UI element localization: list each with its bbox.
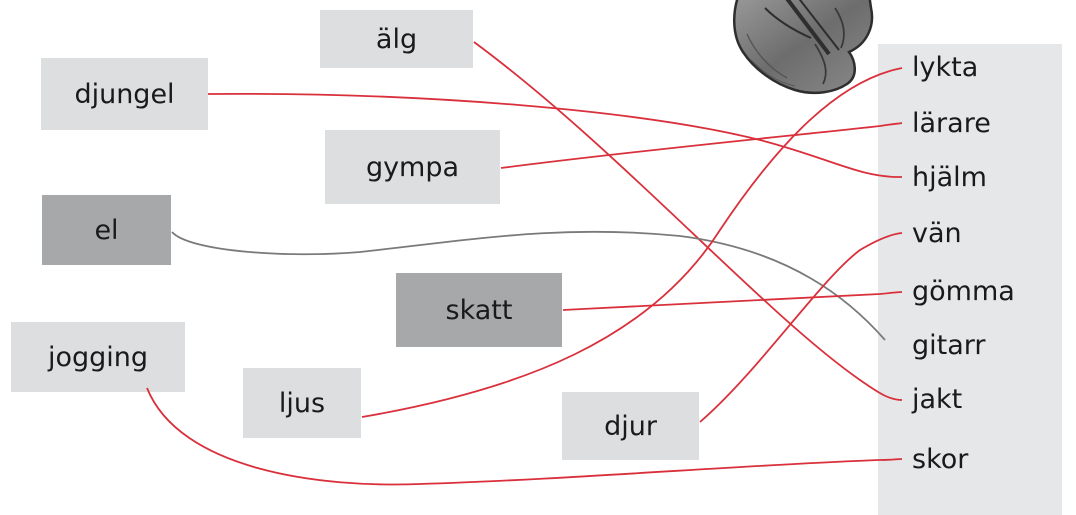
word-card-label: djungel bbox=[74, 78, 175, 110]
word-card-label: djur bbox=[604, 410, 657, 442]
word-card-label: el bbox=[94, 214, 119, 246]
word-card-label: gympa bbox=[365, 151, 460, 183]
target-word-gitarr[interactable]: gitarr bbox=[912, 330, 986, 361]
word-card-djungel[interactable]: djungel bbox=[41, 58, 208, 130]
target-word-panel bbox=[878, 44, 1062, 515]
word-card-gympa[interactable]: gympa bbox=[325, 130, 500, 204]
word-card-ljus[interactable]: ljus bbox=[243, 368, 361, 438]
word-card-label: jogging bbox=[47, 341, 149, 373]
word-card-label: skatt bbox=[445, 294, 513, 326]
target-word-skor[interactable]: skor bbox=[912, 444, 969, 475]
target-word-jakt[interactable]: jakt bbox=[912, 384, 963, 415]
word-card-el[interactable]: el bbox=[42, 195, 171, 265]
word-card-alg[interactable]: älg bbox=[320, 10, 473, 68]
word-card-label: älg bbox=[375, 23, 418, 55]
target-word-lykta[interactable]: lykta bbox=[912, 52, 979, 83]
word-card-djur[interactable]: djur bbox=[562, 392, 699, 460]
connection-line-djur-van bbox=[699, 232, 903, 423]
target-word-van[interactable]: vän bbox=[912, 218, 962, 249]
word-card-jogging[interactable]: jogging bbox=[11, 322, 185, 392]
target-word-larare[interactable]: lärare bbox=[912, 108, 991, 139]
word-card-label: ljus bbox=[278, 387, 326, 419]
word-card-skatt[interactable]: skatt bbox=[396, 273, 562, 347]
target-word-gomma[interactable]: gömma bbox=[912, 276, 1015, 307]
guitar-icon bbox=[733, 0, 874, 95]
connection-line-ljus-lykta bbox=[361, 67, 903, 418]
target-word-hjalm[interactable]: hjälm bbox=[912, 162, 987, 193]
connection-line-djungel-hjalm bbox=[207, 92, 903, 178]
connection-line-skatt-gomma bbox=[562, 291, 903, 311]
connection-line-gympa-larare bbox=[500, 122, 903, 169]
